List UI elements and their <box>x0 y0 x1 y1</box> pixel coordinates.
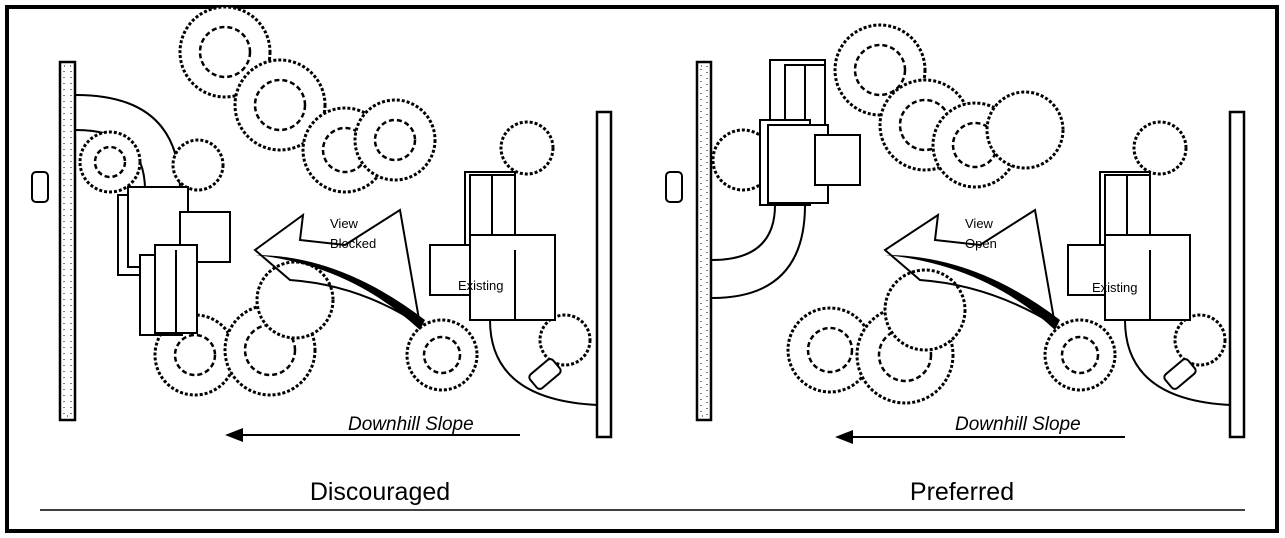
panel-discouraged: Existing View Blocked Downhill Slope Dis… <box>31 5 613 506</box>
parked-car-icon <box>665 171 683 203</box>
slope-label: Downhill Slope <box>348 414 474 435</box>
car-icon <box>528 358 562 390</box>
parked-car-icon <box>31 171 49 203</box>
view-arrow-outline <box>883 208 1056 326</box>
driveway <box>711 204 806 299</box>
car-icon <box>1163 358 1197 390</box>
new-building-preferred <box>759 59 861 206</box>
street-texture <box>700 65 708 417</box>
view-label: View <box>330 216 359 231</box>
tree-cluster-top <box>711 23 1188 192</box>
tree-cluster-bottom <box>786 268 1227 405</box>
panel-preferred: Existing View Open Downhill Slope Prefer… <box>665 23 1246 506</box>
caption-discouraged: Discouraged <box>310 478 450 506</box>
existing-label: Existing <box>458 278 504 293</box>
street-right <box>595 110 613 439</box>
view-arrow-outline <box>253 208 421 326</box>
slope-label: Downhill Slope <box>955 414 1081 435</box>
tree-cluster-top <box>78 5 555 194</box>
street-right <box>1228 110 1246 439</box>
new-building-blocking <box>117 186 231 336</box>
slope-arrowhead-icon <box>835 430 853 444</box>
existing-label: Existing <box>1092 280 1138 295</box>
caption-preferred: Preferred <box>910 478 1014 506</box>
existing-driveway <box>489 319 599 406</box>
existing-driveway <box>1124 319 1232 406</box>
view-status-label: Blocked <box>330 236 376 251</box>
street-left <box>58 60 77 422</box>
existing-building: Existing <box>429 171 556 321</box>
slope-arrowhead-icon <box>225 428 243 442</box>
street-left <box>695 60 713 422</box>
street-texture <box>63 65 72 417</box>
driveway-inner <box>711 204 776 261</box>
view-label: View <box>965 216 994 231</box>
view-status-label: Open <box>965 236 997 251</box>
existing-building: Existing <box>1067 171 1191 321</box>
